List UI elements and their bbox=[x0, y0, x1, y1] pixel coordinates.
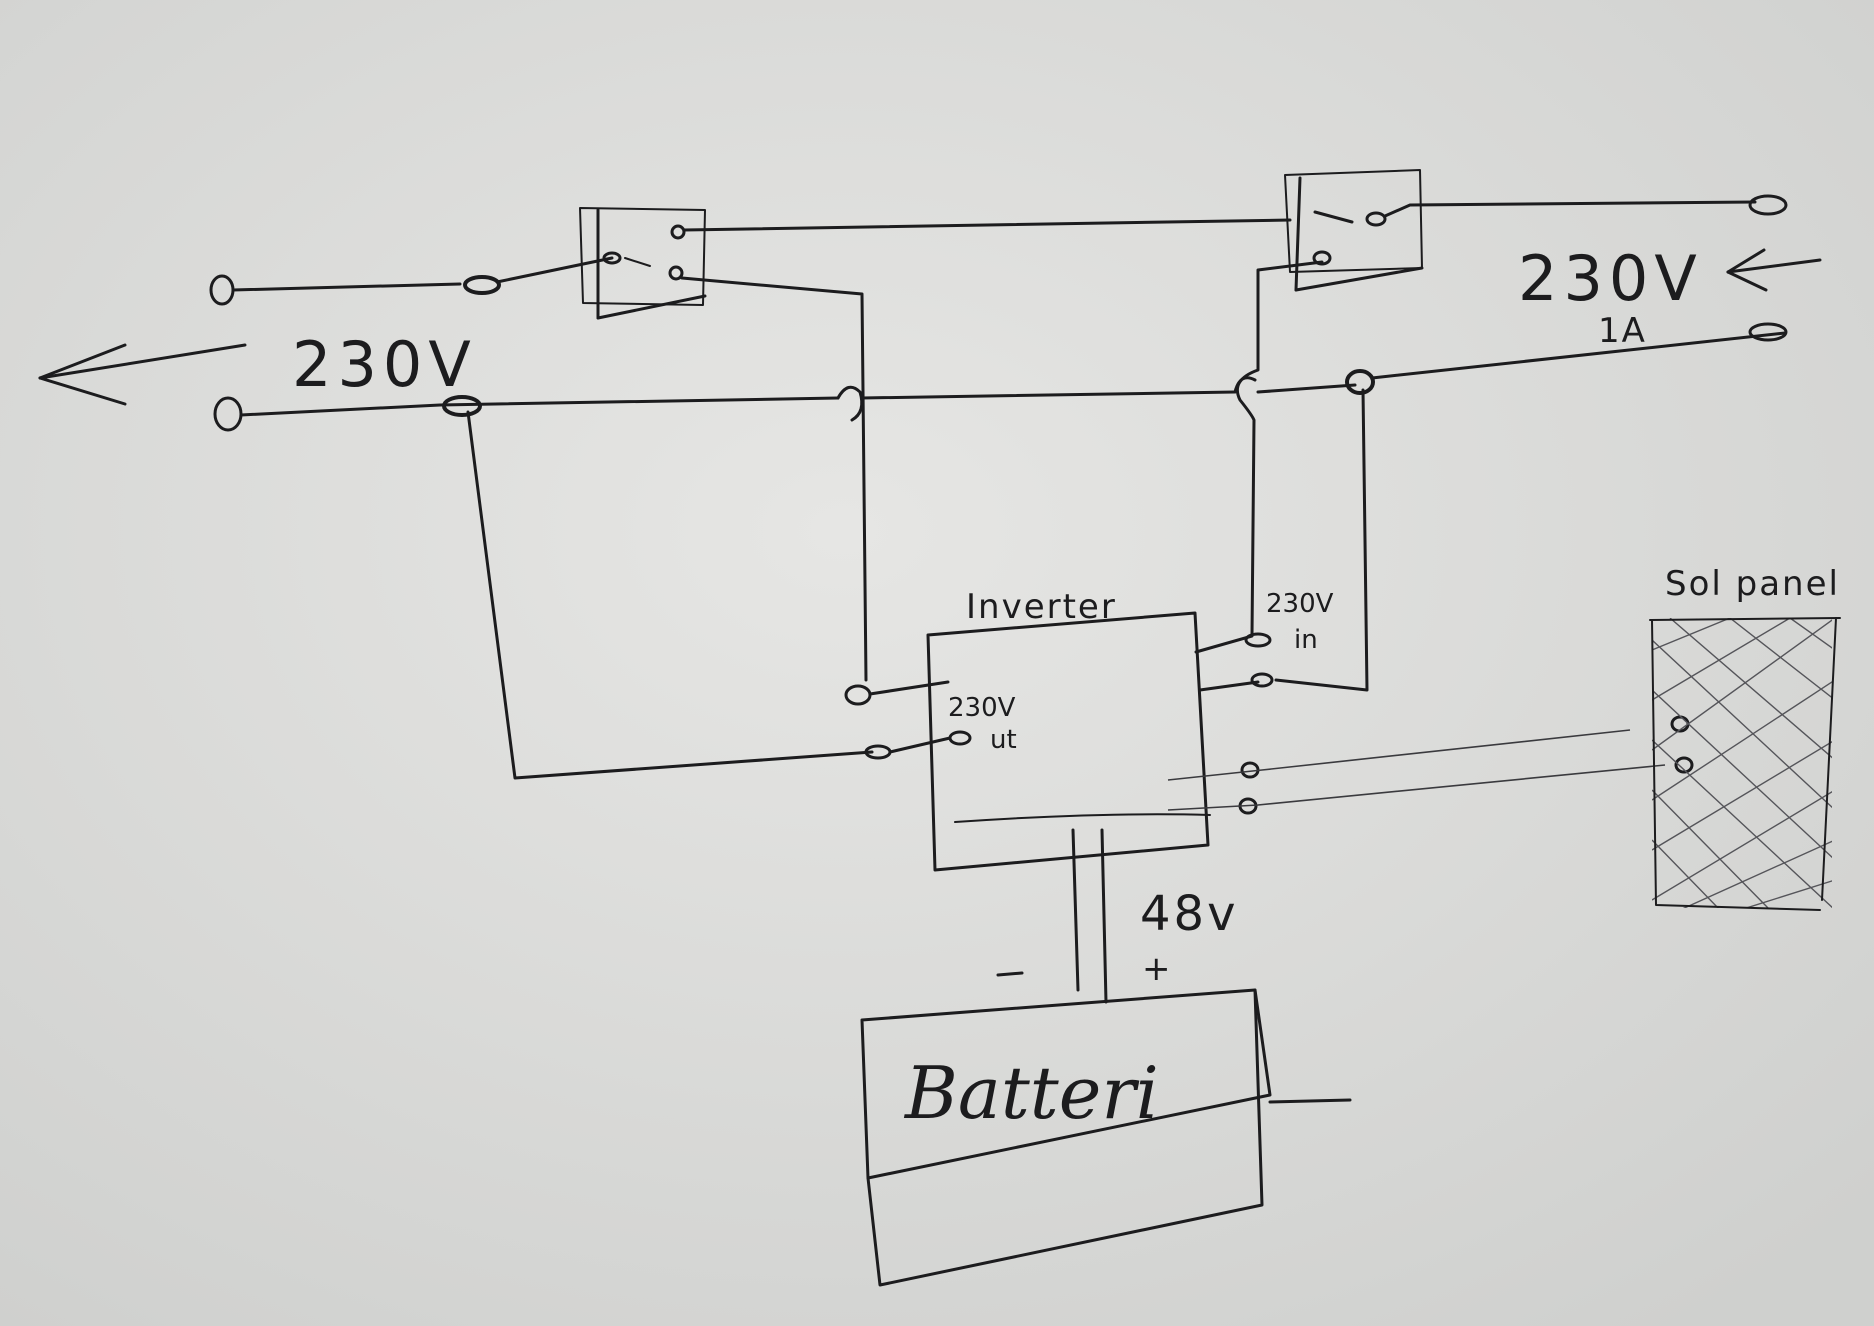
inverter-in-voltage-label: 230V bbox=[1266, 589, 1334, 619]
inverter-label: Inverter bbox=[966, 587, 1117, 627]
inverter-out-neutral bbox=[466, 410, 874, 780]
inverter-out-feed bbox=[680, 276, 868, 682]
battery-box bbox=[860, 988, 1272, 1180]
switch-right-contact-2 bbox=[1312, 250, 1332, 266]
input-arrow-head-bottom bbox=[1726, 270, 1768, 292]
input-line-bottom bbox=[1370, 331, 1787, 380]
switch-left-base bbox=[596, 294, 707, 320]
input-voltage-label: 230V bbox=[1518, 242, 1703, 315]
input-terminal-bottom bbox=[1748, 322, 1788, 342]
output-arrow-head-top bbox=[38, 343, 127, 380]
switch-left bbox=[495, 207, 707, 320]
panel-terminal-2 bbox=[1674, 756, 1694, 774]
inverter-in-terminal-1 bbox=[1244, 632, 1272, 648]
input-arrow-head-top bbox=[1726, 248, 1766, 274]
neutral-line-right bbox=[1256, 383, 1357, 394]
battery-voltage-label: 48v bbox=[1140, 886, 1238, 942]
bypass-line-top bbox=[682, 218, 1292, 232]
output-line-top bbox=[231, 282, 462, 292]
inverter-out-label: ut bbox=[990, 725, 1017, 755]
switch-left-contact-1 bbox=[670, 224, 686, 240]
switch-right-contact-1 bbox=[1365, 211, 1387, 227]
battery-lead-minus bbox=[1071, 828, 1080, 992]
neutral-line-mid bbox=[860, 390, 1237, 400]
output-voltage-label: 230V bbox=[292, 328, 477, 401]
crossover-jump-left bbox=[836, 385, 864, 422]
solar-panel-hatching bbox=[1652, 618, 1832, 908]
output-arrow-shaft bbox=[38, 343, 247, 380]
junction-top-left bbox=[463, 275, 501, 295]
battery-lead-plus bbox=[1100, 828, 1108, 1004]
battery-minus-mark bbox=[996, 971, 1024, 977]
solar-line-2 bbox=[1167, 764, 1666, 811]
battery-plus-label: + bbox=[1142, 949, 1173, 989]
junction-neutral-right bbox=[1345, 369, 1375, 395]
inverter-in-terminal-2 bbox=[1250, 672, 1274, 688]
switch-left-contact-2 bbox=[668, 265, 684, 281]
battery-body bbox=[866, 988, 1264, 1287]
inverter bbox=[926, 611, 1211, 872]
inverter-out-voltage-label: 230V bbox=[948, 693, 1016, 723]
output-terminals bbox=[38, 274, 247, 432]
inverter-in-label: in bbox=[1294, 625, 1318, 655]
input-line-top bbox=[1383, 200, 1757, 218]
solar-panel bbox=[1649, 617, 1841, 911]
output-arrow-head-bottom bbox=[38, 376, 127, 406]
switch-left-box bbox=[579, 207, 706, 306]
battery bbox=[860, 828, 1352, 1287]
input-arrow-shaft bbox=[1726, 258, 1822, 274]
switch-right-front-edge bbox=[1294, 176, 1302, 292]
neutral-line-left bbox=[239, 396, 840, 417]
solar-line-1 bbox=[1167, 729, 1631, 781]
input-current-label: 1A bbox=[1598, 311, 1647, 351]
junction-neutral-left bbox=[442, 395, 482, 417]
switch-right bbox=[1284, 169, 1788, 292]
switch-left-lever bbox=[495, 256, 614, 284]
solar-panel-label: Sol panel bbox=[1665, 564, 1840, 604]
inverter-in-neutral bbox=[1274, 388, 1369, 692]
switch-right-base bbox=[1294, 266, 1424, 292]
inverter-in-feed bbox=[1235, 260, 1324, 637]
battery-label: Batteri bbox=[903, 1051, 1159, 1135]
input-terminal-top bbox=[1748, 194, 1788, 216]
inverter-box bbox=[926, 611, 1210, 872]
